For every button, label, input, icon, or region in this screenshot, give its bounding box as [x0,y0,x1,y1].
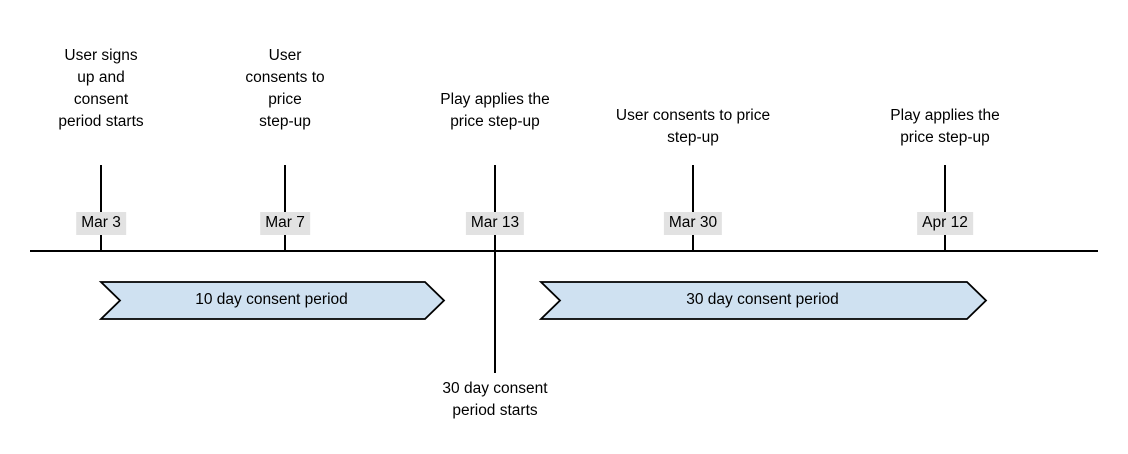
event-tick-upper-mar-13 [494,165,496,213]
date-label-mar-30[interactable]: Mar 30 [663,212,723,235]
event-tick-lower-mar-30 [692,233,694,251]
date-label-mar-3[interactable]: Mar 3 [76,212,126,235]
date-label-apr-12[interactable]: Apr 12 [917,212,973,235]
event-caption-mar-13: Play applies the price step-up [440,91,550,130]
event-tick-lower-apr-12 [944,233,946,251]
event-caption-apr-12: Play applies the price step-up [890,107,1000,146]
consent-period-banner-ten-day-consent-period[interactable]: 10 day consent period [98,281,446,320]
event-caption-mar-3: User signs up and consent period starts [58,47,144,130]
timeline-axis [30,250,1098,252]
event-tick-lower-mar-7 [284,233,286,251]
event-tick-upper-mar-3 [100,165,102,213]
event-tick-upper-mar-7 [284,165,286,213]
consent-period-banner-thirty-day-consent-period[interactable]: 30 day consent period [538,281,988,320]
event-tick-upper-mar-30 [692,165,694,213]
banner-shape-ten-day-consent-period [98,281,446,320]
event-tick-lower-mar-3 [100,233,102,251]
banner-shape-thirty-day-consent-period [538,281,988,320]
date-label-mar-13[interactable]: Mar 13 [465,212,525,235]
event-tick-upper-apr-12 [944,165,946,213]
below-axis-caption-thirty-day-start: 30 day consent period starts [442,380,548,419]
event-caption-mar-7: User consents to price step-up [245,47,325,130]
event-caption-mar-30: User consents to price step-up [615,107,771,146]
date-label-mar-7[interactable]: Mar 7 [260,212,310,235]
event-tick-lower-mar-13 [494,233,496,373]
